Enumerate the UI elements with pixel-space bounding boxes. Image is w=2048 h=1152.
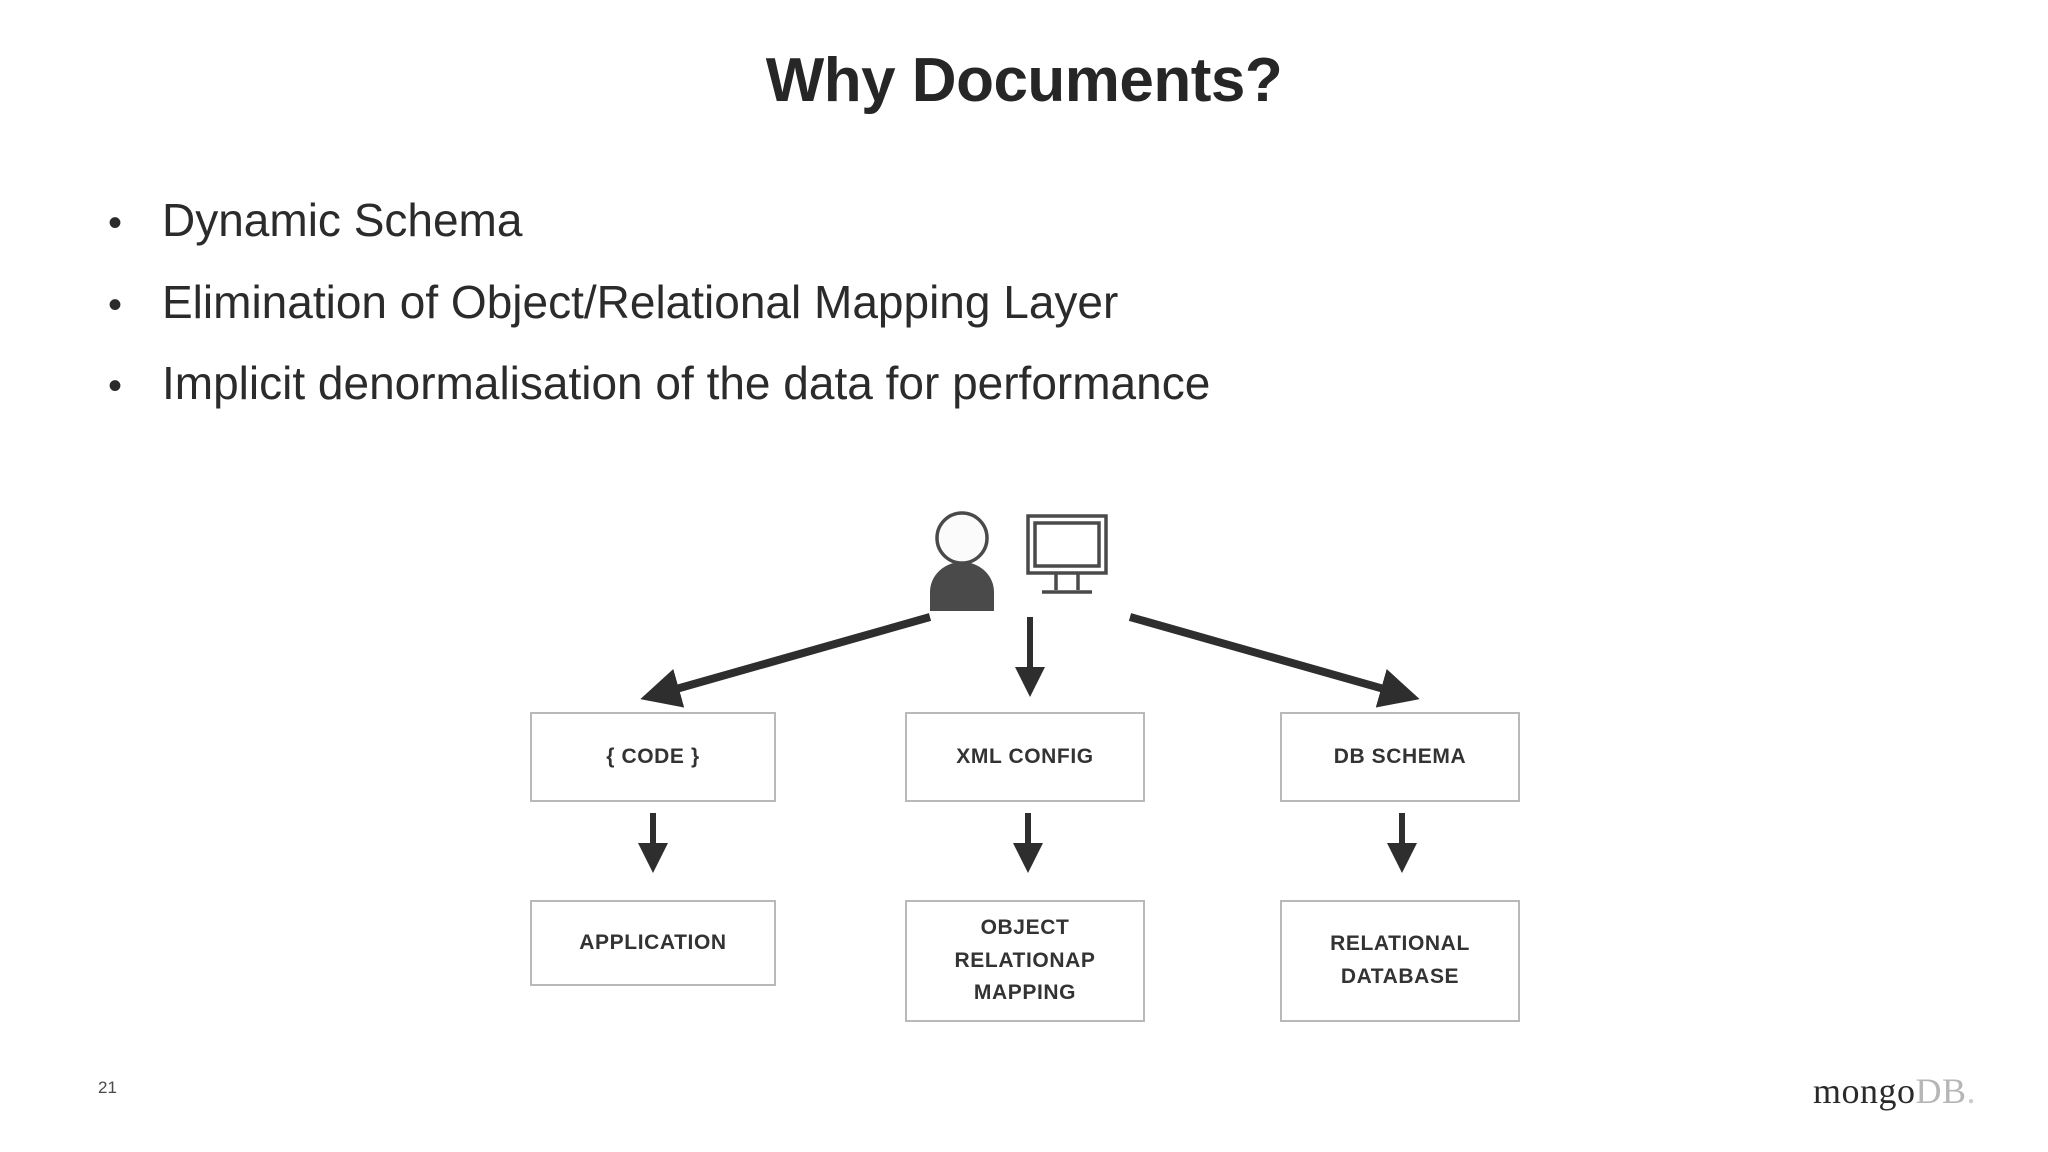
person-monitor-svg xyxy=(930,511,1108,611)
bullet-marker-icon: • xyxy=(108,364,123,409)
list-item: • Dynamic Schema xyxy=(108,194,1708,246)
arrow-down-right xyxy=(1128,613,1420,708)
diagram-box-relational-database[interactable]: RELATIONAL DATABASE xyxy=(1280,900,1520,1022)
arrows-top-svg xyxy=(640,613,1420,708)
logo-text-secondary: DB xyxy=(1915,1071,1967,1111)
diagram-box-code[interactable]: { CODE } xyxy=(530,712,776,802)
logo-text-primary: mongo xyxy=(1812,1071,1916,1111)
box-label: DB SCHEMA xyxy=(1333,744,1467,768)
box-label-line2: MAPPING xyxy=(973,981,1077,1005)
bullet-text: Elimination of Object/Relational Mapping… xyxy=(162,275,1119,328)
bullet-list: • Dynamic Schema • Elimination of Object… xyxy=(108,194,1708,441)
bullet-marker-icon: • xyxy=(108,282,123,327)
page-title: Why Documents? xyxy=(765,46,1283,115)
diagram-box-xml-config[interactable]: XML CONFIG xyxy=(905,712,1145,802)
box-label-line1: RELATIONAL xyxy=(1330,932,1470,956)
box-label-line1: OBJECT RELATIONAP xyxy=(954,916,1096,972)
monitor-icon xyxy=(1026,514,1108,594)
list-item: • Implicit denormalisation of the data f… xyxy=(108,359,1708,409)
person-icon xyxy=(930,511,994,611)
logo-text-dot: . xyxy=(1966,1071,1976,1111)
arrows-mid-svg xyxy=(638,813,1417,873)
diagram-box-db-schema[interactable]: DB SCHEMA xyxy=(1280,712,1520,802)
arrow-group-from-user xyxy=(600,605,1460,720)
box-label: RELATIONAL DATABASE xyxy=(1330,928,1470,993)
box-label: OBJECT RELATIONAP MAPPING xyxy=(907,912,1143,1010)
page-number: 21 xyxy=(98,1078,117,1097)
mongodb-logo: mongoDB. xyxy=(1813,1070,1976,1112)
diagram-box-application[interactable]: APPLICATION xyxy=(530,900,776,986)
bullet-text: Implicit denormalisation of the data for… xyxy=(162,357,1211,410)
box-label-line2: DATABASE xyxy=(1340,965,1460,988)
list-item: • Elimination of Object/Relational Mappi… xyxy=(108,275,1708,328)
box-label: XML CONFIG xyxy=(956,744,1094,768)
user-workstation-icon-group xyxy=(920,508,1110,613)
arrow-down-left xyxy=(640,613,932,708)
bullet-text: Dynamic Schema xyxy=(162,194,523,246)
bullet-marker-icon: • xyxy=(108,201,123,245)
arrow-group-between-rows xyxy=(600,805,1460,895)
box-label: APPLICATION xyxy=(579,930,727,954)
box-label: { CODE } xyxy=(606,744,700,768)
diagram-box-object-relational-mapping[interactable]: OBJECT RELATIONAP MAPPING xyxy=(905,900,1145,1022)
